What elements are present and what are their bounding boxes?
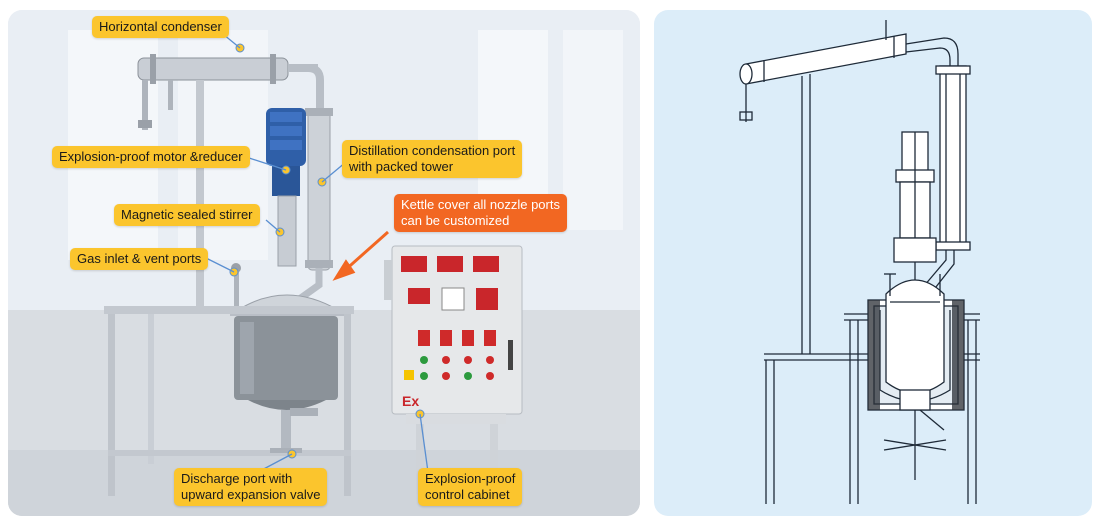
technical-drawing-panel [654, 10, 1092, 516]
product-photo-panel: Ex Horizontal c [8, 10, 640, 516]
drawing-vessel [885, 279, 945, 411]
label-magnetic-stirrer: Magnetic sealed stirrer [114, 204, 260, 226]
label-horizontal-condenser: Horizontal condenser [92, 16, 229, 38]
explosion-proof-motor [266, 108, 306, 196]
packed-tower [295, 108, 333, 303]
control-cabinet: Ex [384, 245, 523, 494]
reactor-vessel [234, 316, 338, 400]
gas-inlet-port [234, 272, 239, 306]
reactor-line-drawing [739, 20, 980, 504]
cabinet-ex-mark: Ex [402, 393, 419, 409]
label-motor-reducer: Explosion-proof motor &reducer [52, 146, 250, 168]
kettle-cover-arrow [332, 230, 389, 281]
drawing-discharge-stirrer [883, 409, 947, 451]
label-gas-inlet: Gas inlet & vent ports [70, 248, 209, 270]
support-frame [104, 306, 354, 496]
horizontal-condenser [137, 54, 324, 130]
discharge-port [281, 410, 291, 450]
drawing-condenser [739, 20, 959, 122]
drawing-stirrer-column [893, 131, 937, 480]
reactor-photo-illustration: Ex [8, 10, 640, 516]
support-pole [196, 80, 204, 310]
drawing-tower [923, 65, 971, 293]
